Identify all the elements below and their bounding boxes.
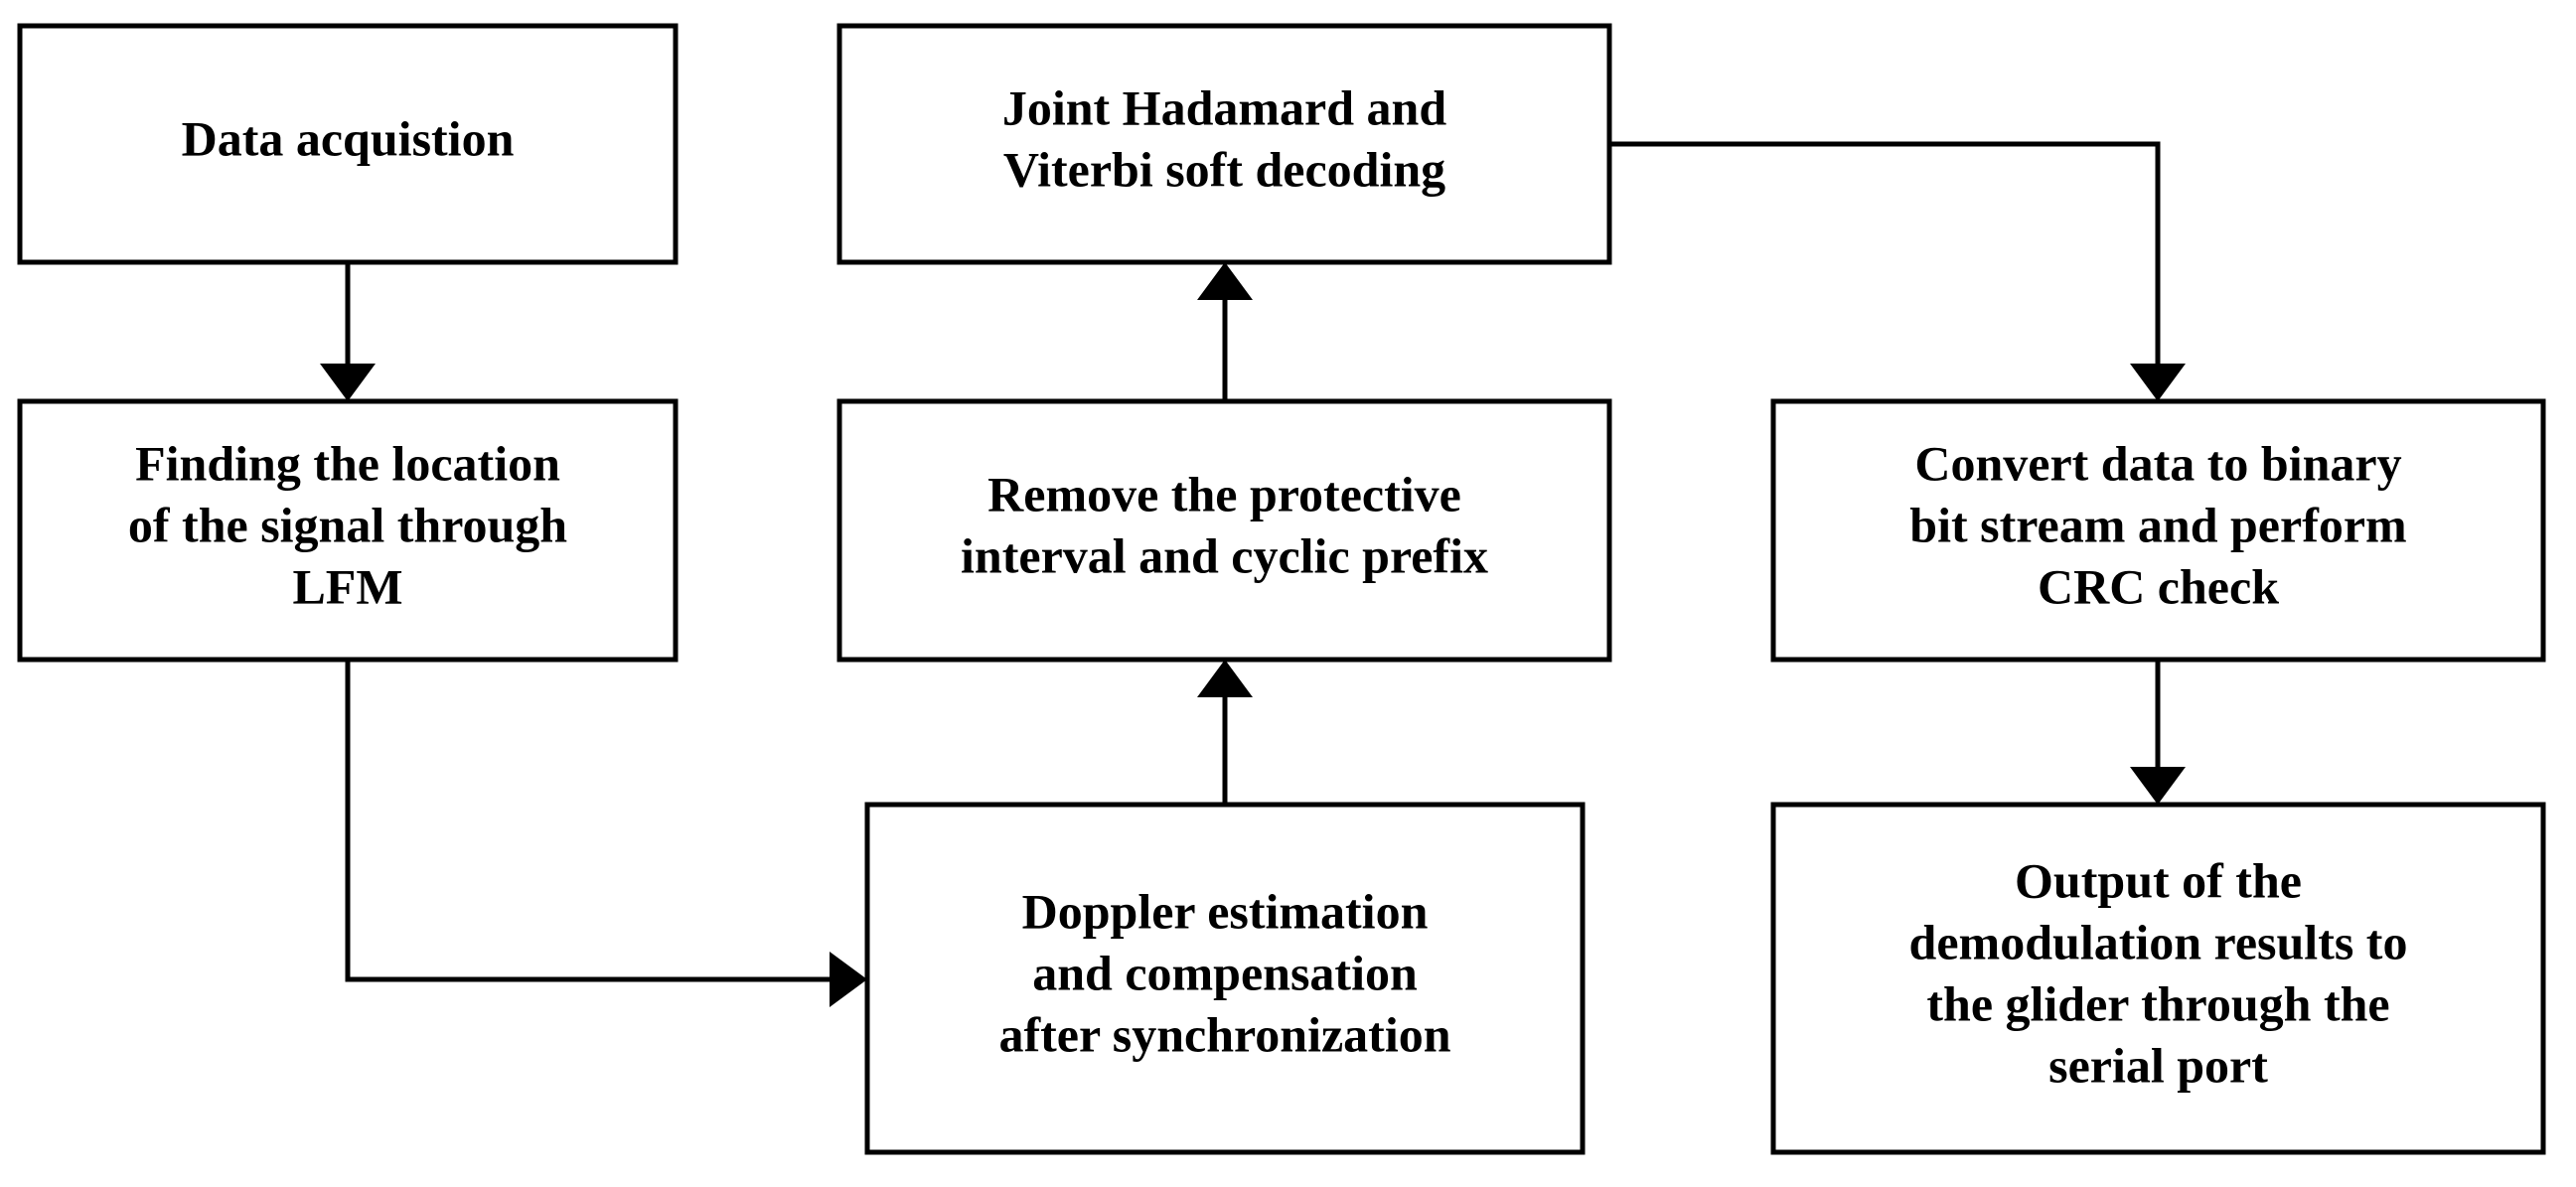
find-location-lfm-box-label-line-3: LFM — [292, 558, 402, 614]
connector-doppler-to-remove-arrowhead — [1197, 660, 1253, 697]
connector-remove-to-joint-arrowhead-icon — [1197, 262, 1253, 300]
doppler-estimation-box-label-line-1: Doppler estimation — [1022, 883, 1429, 939]
output-serial-port-box-outline — [1770, 802, 2546, 1155]
data-acquisition-box-label-line-1: Data acquistion — [182, 110, 515, 166]
connectors-layer — [320, 141, 2186, 1007]
connector-doppler-to-remove-arrowhead-arrowhead-icon — [1197, 660, 1253, 697]
connector-joint-to-convert — [1609, 141, 2186, 401]
remove-protective-interval-box-label-line-2: interval and cyclic prefix — [961, 527, 1488, 583]
doppler-estimation-box-label-line-3: after synchronization — [998, 1006, 1450, 1062]
convert-binary-crc-box-label-line-1: Convert data to binary — [1914, 435, 2401, 491]
find-location-lfm-box-label-line-2: of the signal through — [128, 497, 567, 552]
connector-lfm-to-doppler-line — [345, 660, 830, 982]
joint-hadamard-viterbi-box-label-line-1: Joint Hadamard and — [1002, 79, 1447, 135]
connector-lfm-to-doppler — [345, 660, 867, 1007]
convert-binary-crc-box-label-line-2: bit stream and perform — [1909, 497, 2406, 552]
convert-binary-crc-box-label-line-3: CRC check — [2038, 558, 2279, 614]
output-serial-port-box-label-line-4: serial port — [2048, 1037, 2268, 1093]
data-acquisition-box[interactable]: Data acquistion — [17, 23, 679, 265]
connector-joint-to-convert-arrowhead-icon — [2130, 364, 2186, 401]
doppler-estimation-box[interactable]: Doppler estimation and compensation after … — [864, 802, 1586, 1155]
doppler-estimation-box-label-line-2: and compensation — [1032, 945, 1418, 1000]
connector-convert-to-output-arrowhead-icon — [2130, 767, 2186, 805]
output-serial-port-box-label-line-2: demodulation results to — [1909, 914, 2408, 969]
convert-binary-crc-box[interactable]: Convert data to binary bit stream and per… — [1770, 398, 2546, 663]
find-location-lfm-box[interactable]: Finding the location of the signal throug… — [17, 398, 679, 663]
remove-protective-interval-box[interactable]: Remove the protective interval and cyclic… — [836, 398, 1612, 663]
doppler-estimation-box-outline — [864, 802, 1586, 1155]
output-serial-port-box-label-line-1: Output of the — [2015, 852, 2302, 908]
convert-binary-crc-box-outline — [1770, 398, 2546, 663]
find-location-lfm-box-outline — [17, 398, 679, 663]
data-acquisition-box-outline — [17, 23, 679, 265]
joint-hadamard-viterbi-box-outline — [836, 23, 1612, 265]
connector-remove-to-joint — [1197, 262, 1253, 401]
joint-hadamard-viterbi-box-label-line-2: Viterbi soft decoding — [1003, 141, 1445, 197]
remove-protective-interval-box-label-line-1: Remove the protective — [987, 466, 1461, 521]
connector-lfm-to-doppler-arrowhead-icon — [830, 952, 867, 1007]
connector-convert-to-output — [2130, 660, 2186, 805]
connector-joint-to-convert-line — [1609, 141, 2161, 364]
connector-acquisition-to-lfm — [320, 262, 376, 401]
connector-acquisition-to-lfm-arrowhead-icon — [320, 364, 376, 401]
find-location-lfm-box-label-line-1: Finding the location — [135, 435, 560, 491]
output-serial-port-box-label-line-3: the glider through the — [1926, 975, 2389, 1031]
output-serial-port-box[interactable]: Output of the demodulation results to the … — [1770, 802, 2546, 1155]
remove-protective-interval-box-outline — [836, 398, 1612, 663]
